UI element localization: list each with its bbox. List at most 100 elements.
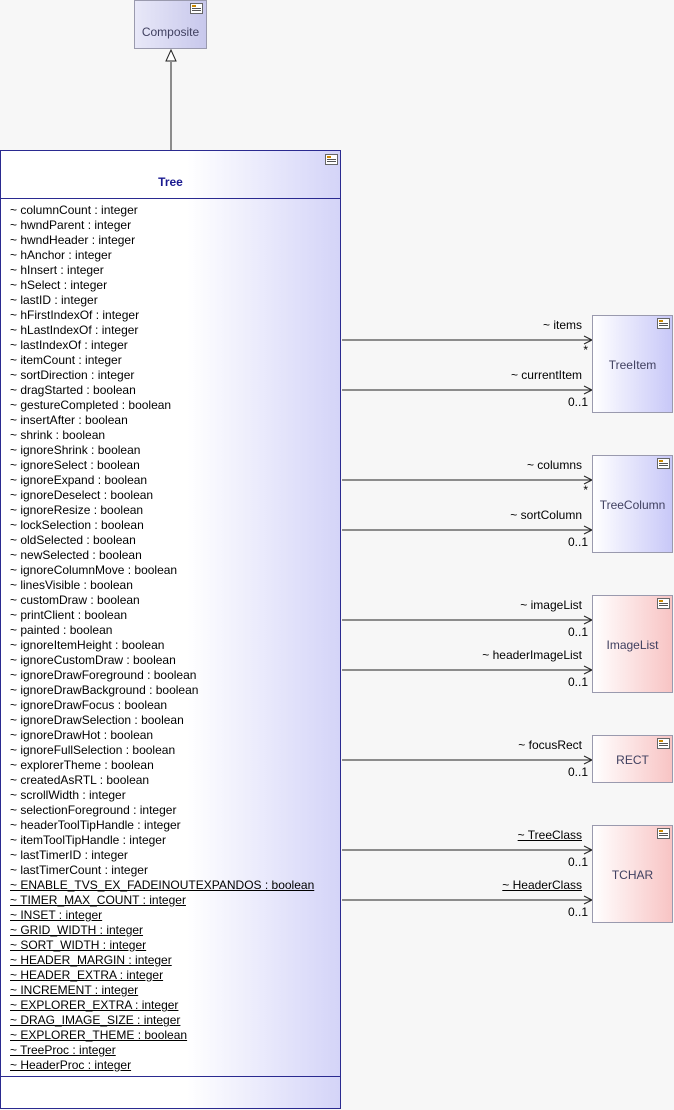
attribute-text: ~ lastTimerID : integer <box>10 848 128 862</box>
attribute-row: ~ printClient : boolean <box>10 608 314 623</box>
multiplicity-label: * <box>583 343 588 357</box>
attribute-row: ~ ignoreExpand : boolean <box>10 473 314 488</box>
attribute-row: ~ INSET : integer <box>10 908 314 923</box>
class-name: ImageList <box>606 638 659 652</box>
composite-class[interactable]: Composite <box>134 0 207 49</box>
treecolumn-class[interactable]: TreeColumn <box>592 455 673 553</box>
treeitem-class[interactable]: TreeItem <box>592 315 673 413</box>
attribute-row: ~ columnCount : integer <box>10 203 314 218</box>
attribute-row: ~ ignoreItemHeight : boolean <box>10 638 314 653</box>
attribute-text: ~ ignoreDrawSelection : boolean <box>10 713 184 727</box>
multiplicity-label: 0..1 <box>567 675 588 689</box>
attribute-row: ~ ignoreShrink : boolean <box>10 443 314 458</box>
multiplicity-label: 0..1 <box>567 905 588 919</box>
multiplicity-label: 0..1 <box>567 625 588 639</box>
attribute-text: ~ shrink : boolean <box>10 428 106 442</box>
attribute-text: ~ hSelect : integer <box>10 278 108 292</box>
attribute-text: ~ ignoreColumnMove : boolean <box>10 563 178 577</box>
attribute-text: ~ explorerTheme : boolean <box>10 758 154 772</box>
attribute-text: ~ TIMER_MAX_COUNT : integer <box>10 893 186 907</box>
operations-separator <box>1 1076 340 1077</box>
attribute-row: ~ dragStarted : boolean <box>10 383 314 398</box>
role-label: ~ currentItem <box>510 368 582 382</box>
class-icon <box>325 154 338 165</box>
attribute-text: ~ HeaderProc : integer <box>10 1058 132 1072</box>
class-name: Tree <box>158 175 183 189</box>
attribute-text: ~ lockSelection : boolean <box>10 518 144 532</box>
attribute-row: ~ HEADER_EXTRA : integer <box>10 968 314 983</box>
class-name: TreeColumn <box>599 498 666 512</box>
attribute-text: ~ sortDirection : integer <box>10 368 135 382</box>
attribute-text: ~ ignoreItemHeight : boolean <box>10 638 165 652</box>
attribute-text: ~ lastTimerCount : integer <box>10 863 148 877</box>
attribute-text: ~ ignoreDeselect : boolean <box>10 488 154 502</box>
attribute-row: ~ ignoreDeselect : boolean <box>10 488 314 503</box>
multiplicity-label: 0..1 <box>567 765 588 779</box>
attribute-row: ~ oldSelected : boolean <box>10 533 314 548</box>
attribute-row: ~ HeaderProc : integer <box>10 1058 314 1073</box>
attribute-text: ~ oldSelected : boolean <box>10 533 136 547</box>
multiplicity-label: 0..1 <box>567 395 588 409</box>
attribute-row: ~ EXPLORER_EXTRA : integer <box>10 998 314 1013</box>
attribute-row: ~ TreeProc : integer <box>10 1043 314 1058</box>
attribute-row: ~ ignoreDrawSelection : boolean <box>10 713 314 728</box>
attribute-text: ~ scrollWidth : integer <box>10 788 126 802</box>
attribute-text: ~ ignoreDrawHot : boolean <box>10 728 154 742</box>
attribute-row: ~ ignoreDrawBackground : boolean <box>10 683 314 698</box>
attribute-text: ~ ignoreDrawFocus : boolean <box>10 698 168 712</box>
class-icon <box>657 458 670 469</box>
attribute-text: ~ insertAfter : boolean <box>10 413 128 427</box>
class-icon <box>190 3 203 14</box>
attribute-text: ~ itemCount : integer <box>10 353 122 367</box>
attribute-text: ~ dragStarted : boolean <box>10 383 136 397</box>
attribute-row: ~ ignoreDrawFocus : boolean <box>10 698 314 713</box>
attribute-text: ~ lastID : integer <box>10 293 98 307</box>
imagelist-class[interactable]: ImageList <box>592 595 673 693</box>
attribute-row: ~ lastTimerID : integer <box>10 848 314 863</box>
attribute-row: ~ hSelect : integer <box>10 278 314 293</box>
attribute-text: ~ GRID_WIDTH : integer <box>10 923 144 937</box>
class-name: RECT <box>616 753 649 767</box>
attribute-text: ~ selectionForeground : integer <box>10 803 177 817</box>
role-label: ~ headerImageList <box>482 648 582 662</box>
attribute-text: ~ hLastIndexOf : integer <box>10 323 139 337</box>
attribute-row: ~ ignoreFullSelection : boolean <box>10 743 314 758</box>
attribute-row: ~ ignoreDrawForeground : boolean <box>10 668 314 683</box>
role-label: ~ imageList <box>520 598 582 612</box>
attribute-text: ~ hFirstIndexOf : integer <box>10 308 140 322</box>
attribute-row: ~ itemToolTipHandle : integer <box>10 833 314 848</box>
attribute-row: ~ itemCount : integer <box>10 353 314 368</box>
multiplicity-label: 0..1 <box>567 855 588 869</box>
attribute-row: ~ ENABLE_TVS_EX_FADEINOUTEXPANDOS : bool… <box>10 878 314 893</box>
attribute-row: ~ DRAG_IMAGE_SIZE : integer <box>10 1013 314 1028</box>
attribute-text: ~ EXPLORER_EXTRA : integer <box>10 998 179 1012</box>
role-label: ~ columns <box>526 458 582 472</box>
attribute-row: ~ INCREMENT : integer <box>10 983 314 998</box>
role-label: ~ HeaderClass <box>502 878 582 892</box>
attribute-text: ~ INCREMENT : integer <box>10 983 139 997</box>
attribute-row: ~ linesVisible : boolean <box>10 578 314 593</box>
attribute-row: ~ hAnchor : integer <box>10 248 314 263</box>
attribute-text: ~ EXPLORER_THEME : boolean <box>10 1028 188 1042</box>
attribute-text: ~ newSelected : boolean <box>10 548 142 562</box>
attribute-text: ~ ignoreCustomDraw : boolean <box>10 653 176 667</box>
attribute-text: ~ ignoreSelect : boolean <box>10 458 140 472</box>
name-separator <box>1 198 340 199</box>
attribute-text: ~ hInsert : integer <box>10 263 104 277</box>
attribute-row: ~ hwndParent : integer <box>10 218 314 233</box>
class-name: TreeItem <box>608 358 657 372</box>
class-icon <box>657 598 670 609</box>
attribute-row: ~ lastID : integer <box>10 293 314 308</box>
attribute-text: ~ ignoreFullSelection : boolean <box>10 743 176 757</box>
tchar-class[interactable]: TCHAR <box>592 825 673 923</box>
attribute-text: ~ hwndParent : integer <box>10 218 132 232</box>
rect-class[interactable]: RECT <box>592 735 673 783</box>
attribute-text: ~ HEADER_EXTRA : integer <box>10 968 164 982</box>
attribute-row: ~ lockSelection : boolean <box>10 518 314 533</box>
attribute-text: ~ ignoreResize : boolean <box>10 503 144 517</box>
attribute-row: ~ explorerTheme : boolean <box>10 758 314 773</box>
multiplicity-label: 0..1 <box>567 535 588 549</box>
tree-class[interactable]: Tree ~ columnCount : integer~ hwndParent… <box>0 150 341 1109</box>
attribute-text: ~ ignoreDrawForeground : boolean <box>10 668 197 682</box>
attribute-row: ~ TIMER_MAX_COUNT : integer <box>10 893 314 908</box>
